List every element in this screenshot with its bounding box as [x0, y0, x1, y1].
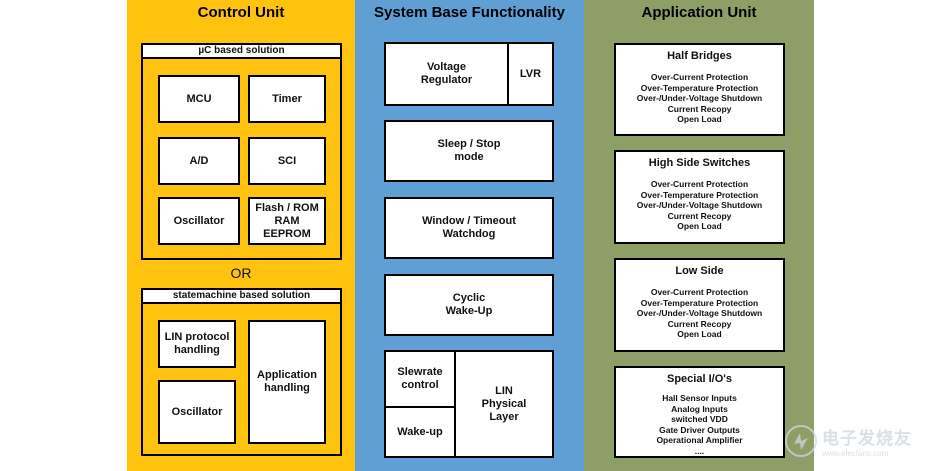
feature-item: Operational Amplifier [656, 435, 743, 445]
system-base-column: System Base Functionality Voltage Regula… [355, 0, 584, 471]
application-unit-title: Application Unit [641, 4, 757, 21]
lvr-block: LVR [507, 42, 554, 106]
feature-item: Open Load [677, 329, 722, 339]
half-bridges-block: Half Bridges Over-Current Protection Ove… [614, 43, 785, 136]
memory-block: Flash / ROM RAM EEPROM [248, 197, 326, 245]
special-io-block: Special I/O's Hall Sensor Inputs Analog … [614, 366, 785, 458]
feature-item: switched VDD [671, 414, 728, 424]
statemachine-panel: statemachine based solution LIN protocol… [141, 288, 342, 456]
voltage-regulator-block: Voltage Regulator [384, 42, 509, 106]
feature-item: Current Recopy [667, 210, 732, 221]
feature-item: Over-Temperature Protection [640, 297, 759, 308]
feature-item: Over-Temperature Protection [640, 82, 759, 93]
sci-block: SCI [248, 137, 326, 185]
watermark-text: 电子发烧友 [822, 429, 912, 448]
watermark-url: www.elecfans.com [822, 449, 889, 458]
feature-item: Over-Temperature Protection [640, 189, 759, 200]
feature-item: Over-Current Protection [650, 179, 749, 189]
mcu-block: MCU [158, 75, 240, 123]
uc-based-panel: µC based solution MCU Timer A/D SCI Osci… [141, 43, 342, 260]
low-side-block: Low Side Over-Current Protection Over-Te… [614, 258, 785, 352]
high-side-switches-block: High Side Switches Over-Current Protecti… [614, 150, 785, 244]
cyclic-wakeup-block: Cyclic Wake-Up [384, 274, 554, 336]
control-unit-title: Control Unit [197, 4, 285, 21]
ad-block: A/D [158, 137, 240, 185]
control-unit-column: Control Unit µC based solution MCU Timer… [127, 0, 355, 471]
feature-item: Hall Sensor Inputs [662, 393, 737, 403]
low-side-title: Low Side [675, 265, 724, 277]
feature-item: Open Load [677, 221, 722, 231]
feature-item: Over-/Under-Voltage Shutdown [636, 308, 763, 318]
feature-item: Over-/Under-Voltage Shutdown [636, 200, 763, 210]
watchdog-block: Window / Timeout Watchdog [384, 197, 554, 259]
timer-block: Timer [248, 75, 326, 123]
uc-based-heading: µC based solution [141, 43, 342, 59]
wakeup-block: Wake-up [384, 406, 456, 458]
feature-item: Over-/Under-Voltage Shutdown [636, 93, 763, 103]
slewrate-control-block: Slewrate control [384, 350, 456, 408]
system-base-title: System Base Functionality [374, 4, 565, 21]
feature-item: Gate Driver Outputs [659, 424, 740, 435]
feature-item: Analog Inputs [671, 403, 728, 414]
feature-item: Current Recopy [667, 103, 732, 114]
application-handling-block: Application handling [248, 320, 326, 444]
statemachine-heading: statemachine based solution [141, 288, 342, 304]
lin-physical-layer-block: LIN Physical Layer [454, 350, 554, 458]
sm-oscillator-block: Oscillator [158, 380, 236, 444]
feature-item: Current Recopy [667, 318, 732, 329]
lin-protocol-block: LIN protocol handling [158, 320, 236, 368]
or-label: OR [230, 265, 252, 281]
half-bridges-title: Half Bridges [667, 50, 732, 62]
feature-item: Over-Current Protection [650, 72, 749, 82]
oscillator-block: Oscillator [158, 197, 240, 245]
watermark: 电子发烧友 www.elecfans.com [784, 416, 930, 466]
electronics-logo-icon [785, 425, 817, 457]
sleep-stop-block: Sleep / Stop mode [384, 120, 554, 182]
feature-item: Over-Current Protection [650, 287, 749, 297]
feature-item: Open Load [677, 114, 722, 124]
feature-item: .... [694, 445, 705, 456]
high-side-switches-title: High Side Switches [648, 157, 751, 169]
application-unit-column: Application Unit Half Bridges Over-Curre… [584, 0, 814, 471]
special-io-title: Special I/O's [667, 373, 732, 385]
